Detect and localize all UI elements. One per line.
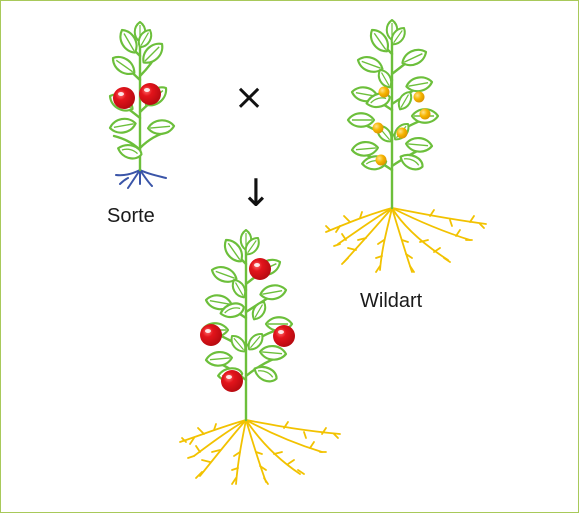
- wild-tomato-plant-icon: [326, 20, 486, 272]
- label-wildart: Wildart: [360, 290, 422, 313]
- cultivated-tomato-plant-icon: [107, 22, 175, 188]
- label-sorte: Sorte: [107, 205, 155, 228]
- cross-symbol: ×: [234, 80, 264, 116]
- hybrid-tomato-plant-icon: [180, 230, 340, 484]
- down-arrow-icon: ↓: [240, 174, 272, 212]
